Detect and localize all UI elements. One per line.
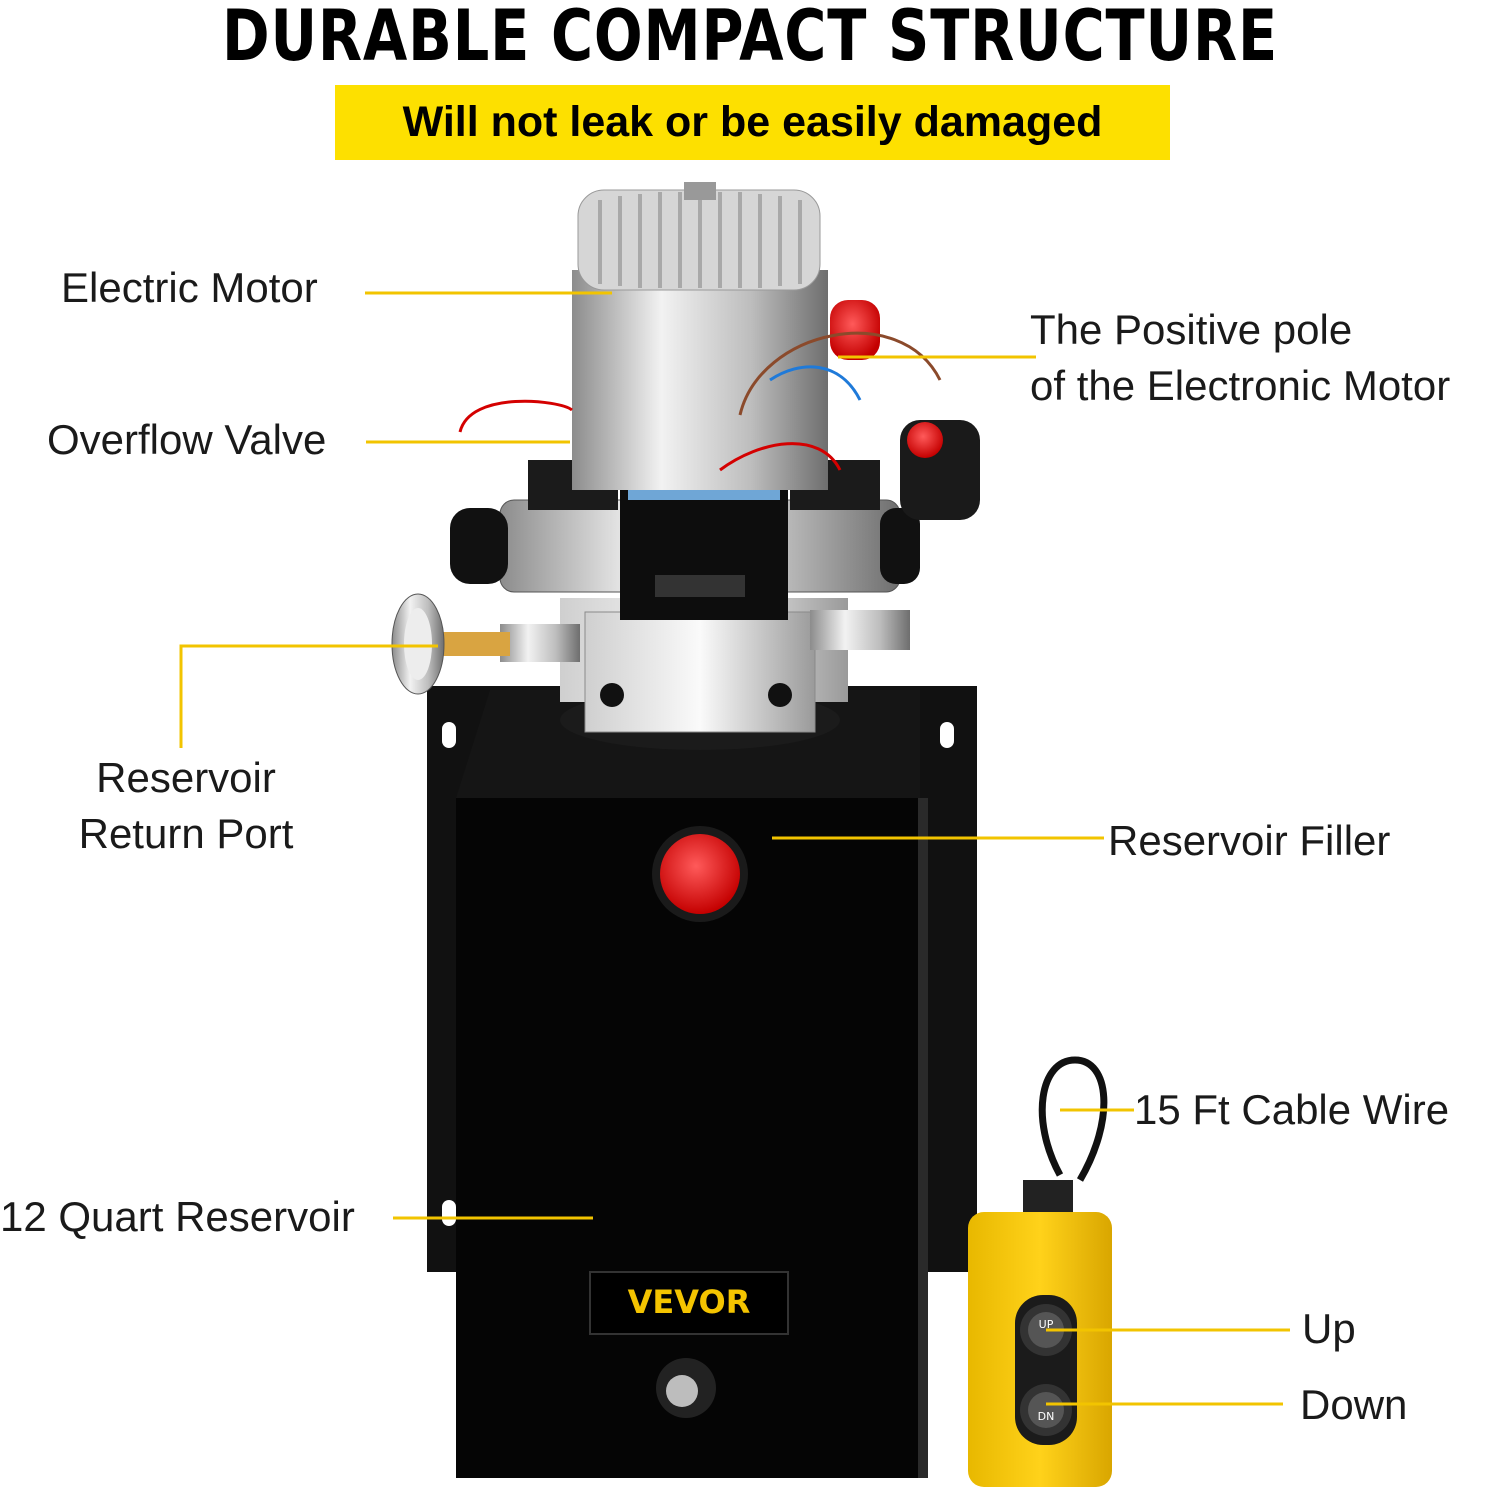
- brand-logo: VEVOR: [628, 1283, 751, 1321]
- headline: DURABLE COMPACT STRUCTURE: [221, 0, 1279, 77]
- electric-motor: [572, 182, 980, 520]
- wires: [458, 331, 942, 472]
- reservoir-tank: VEVOR: [456, 690, 928, 1478]
- label-overflow-valve: Overflow Valve: [47, 416, 327, 463]
- callout-lines: [179, 291, 1290, 1406]
- label-up: Up: [1302, 1305, 1356, 1352]
- remote-control: UP DN: [968, 1056, 1112, 1487]
- solenoid-valve: [450, 460, 920, 620]
- label-return-port-line1: Reservoir: [96, 754, 276, 801]
- subheadline-banner: [335, 85, 1170, 160]
- label-positive-pole-line2: of the Electronic Motor: [1030, 362, 1451, 409]
- label-electric-motor: Electric Motor: [61, 264, 318, 311]
- manifold: [440, 598, 910, 750]
- subheadline: Will not leak or be easily damaged: [402, 98, 1103, 146]
- label-cable-wire: 15 Ft Cable Wire: [1134, 1086, 1450, 1133]
- label-reservoir-filler: Reservoir Filler: [1108, 817, 1391, 864]
- label-return-port-line2: Return Port: [78, 810, 294, 857]
- label-positive-pole-line1: The Positive pole: [1030, 306, 1353, 353]
- label-down: Down: [1300, 1381, 1408, 1428]
- up-button-text: UP: [1039, 1318, 1054, 1331]
- pressure-gauge: [391, 593, 445, 695]
- down-button-text: DN: [1038, 1410, 1055, 1423]
- label-reservoir: 12 Quart Reservoir: [0, 1193, 355, 1240]
